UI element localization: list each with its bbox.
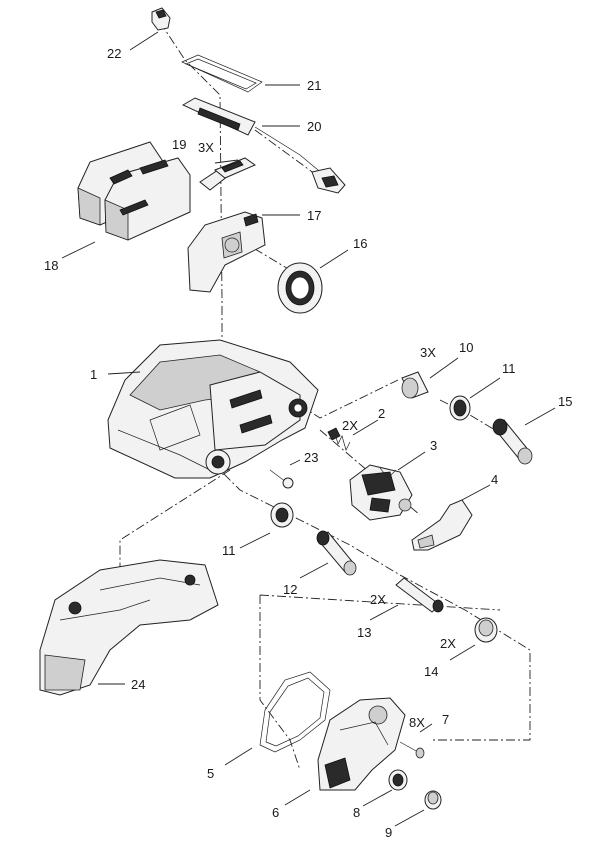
part-24-carrier xyxy=(39,559,219,696)
label-2x-bolt: 2X xyxy=(370,592,386,607)
label-11-upper: 11 xyxy=(502,361,516,376)
part-11-seal-upper xyxy=(449,395,471,421)
label-6: 6 xyxy=(272,805,279,820)
part-14-cap xyxy=(474,617,498,643)
label-5: 5 xyxy=(207,766,214,781)
label-4: 4 xyxy=(491,472,498,487)
label-3: 3 xyxy=(430,438,437,453)
label-24: 24 xyxy=(131,677,145,692)
part-12-guide-tube xyxy=(316,530,357,576)
label-20: 20 xyxy=(307,119,321,134)
label-7: 7 xyxy=(442,712,449,727)
part-17-pad-holder xyxy=(187,211,266,293)
part-10-bushing xyxy=(401,371,429,399)
part-labels: 22 21 20 19 3X 17 16 18 1 3X 10 11 15 2X… xyxy=(44,46,572,840)
label-1: 1 xyxy=(90,367,97,382)
label-18: 18 xyxy=(44,258,58,273)
label-15: 15 xyxy=(558,394,572,409)
part-19-retainer-springs xyxy=(199,157,257,191)
part-18-brake-pads xyxy=(77,141,191,241)
part-20-wear-sensor xyxy=(181,97,346,194)
part-8-plug xyxy=(388,769,408,791)
label-2x-cap: 2X xyxy=(440,636,456,651)
part-9-cap xyxy=(424,790,442,810)
label-9: 9 xyxy=(385,825,392,840)
label-17: 17 xyxy=(307,208,321,223)
part-21-wire-clip xyxy=(181,54,263,93)
label-22: 22 xyxy=(107,46,121,61)
label-8x: 8X xyxy=(409,715,425,730)
leader-lines xyxy=(61,31,556,827)
part-1-caliper-housing xyxy=(107,339,319,479)
part-15-guide-pin xyxy=(492,418,533,465)
part-3-adjuster-mechanism xyxy=(349,464,413,521)
label-3x-bushing: 3X xyxy=(420,345,436,360)
label-2: 2 xyxy=(378,406,385,421)
label-23: 23 xyxy=(304,450,318,465)
part-7-screw xyxy=(399,741,425,759)
part-16-seal-ring xyxy=(277,262,323,314)
label-10: 10 xyxy=(459,340,473,355)
label-11-lower: 11 xyxy=(222,543,236,558)
part-6-cover xyxy=(317,697,406,791)
label-12: 12 xyxy=(283,582,297,597)
part-22-sensor-plug xyxy=(151,7,171,31)
label-8: 8 xyxy=(353,805,360,820)
part-5-gasket xyxy=(259,671,331,753)
label-21: 21 xyxy=(307,78,321,93)
label-14: 14 xyxy=(424,664,438,679)
label-13: 13 xyxy=(357,625,371,640)
part-4-lever xyxy=(411,499,473,551)
part-13-guide-bolt xyxy=(395,577,444,613)
label-3x-pad-springs: 3X xyxy=(198,140,214,155)
label-19: 19 xyxy=(172,137,186,152)
part-23-bolt xyxy=(269,469,294,489)
label-2x-spring: 2X xyxy=(342,418,358,433)
part-11-seal-lower xyxy=(270,502,294,528)
label-16: 16 xyxy=(353,236,367,251)
part-2-spring xyxy=(327,427,351,451)
